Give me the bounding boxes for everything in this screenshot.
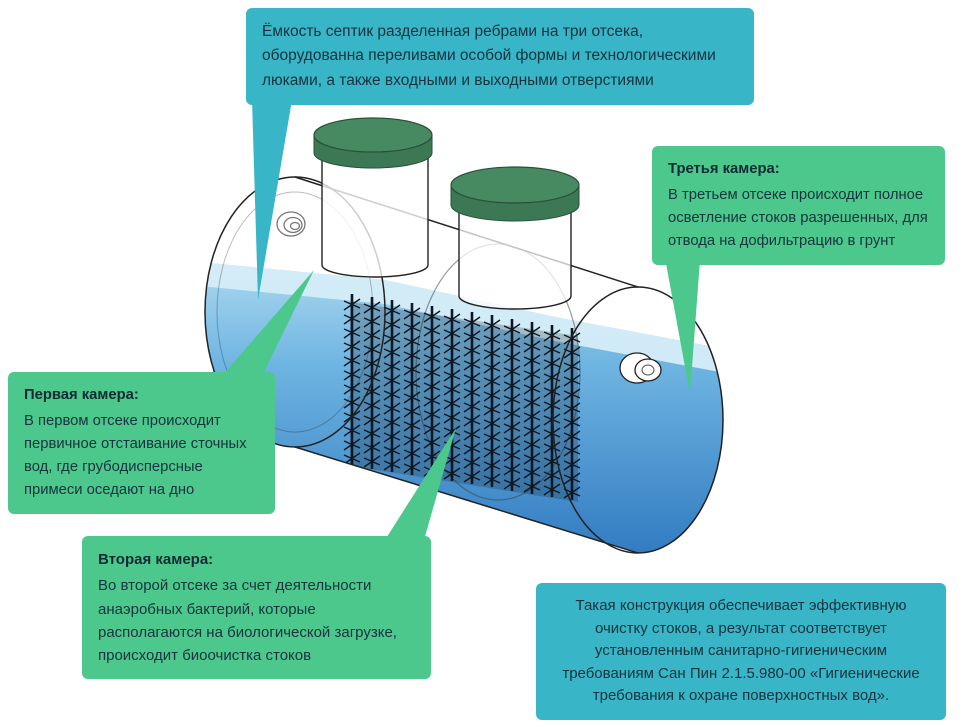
pointer-second-chamber bbox=[385, 428, 456, 540]
callout-summary: Такая конструкция обеспечивает эффективн… bbox=[536, 583, 946, 720]
callout-tank-description-text: Ёмкость септик разделенная ребрами на тр… bbox=[262, 23, 716, 89]
water-surface-band bbox=[205, 262, 723, 374]
outlet-pipe-icon bbox=[619, 352, 662, 384]
callout-third-chamber-title: Третья камера: bbox=[668, 161, 780, 177]
manhole-riser-2 bbox=[450, 166, 580, 310]
callout-second-chamber-text: Во второй отсеке за счет деятельности ан… bbox=[98, 577, 397, 664]
callout-second-chamber-title: Вторая камера: bbox=[98, 551, 214, 568]
riser-neck-2 bbox=[458, 206, 572, 310]
callout-second-chamber: Вторая камера: Во второй отсеке за счет … bbox=[82, 536, 431, 680]
inlet-coil-icon bbox=[276, 211, 306, 237]
callout-first-chamber: Первая камера: В первом отсеке происходи… bbox=[8, 372, 275, 514]
callout-third-chamber: Третья камера: В третьем отсеке происход… bbox=[652, 146, 945, 265]
callout-summary-text: Такая конструкция обеспечивает эффективн… bbox=[562, 597, 920, 704]
manhole-lid-1-icon bbox=[313, 117, 433, 153]
manhole-riser-1 bbox=[313, 117, 433, 278]
manhole-lid-2-icon bbox=[450, 166, 580, 204]
callout-first-chamber-title: Первая камера: bbox=[24, 387, 139, 403]
callout-tank-description: Ёмкость септик разделенная ребрами на тр… bbox=[246, 8, 754, 106]
callout-first-chamber-text: В первом отсеке происходит первичное отс… bbox=[24, 412, 247, 498]
pointer-third-chamber bbox=[663, 247, 701, 394]
pointer-top-callout bbox=[252, 100, 292, 300]
riser-neck-1 bbox=[321, 149, 429, 278]
callout-third-chamber-text: В третьем отсеке происходит полное освет… bbox=[668, 186, 928, 249]
pointer-first-chamber bbox=[222, 270, 314, 376]
